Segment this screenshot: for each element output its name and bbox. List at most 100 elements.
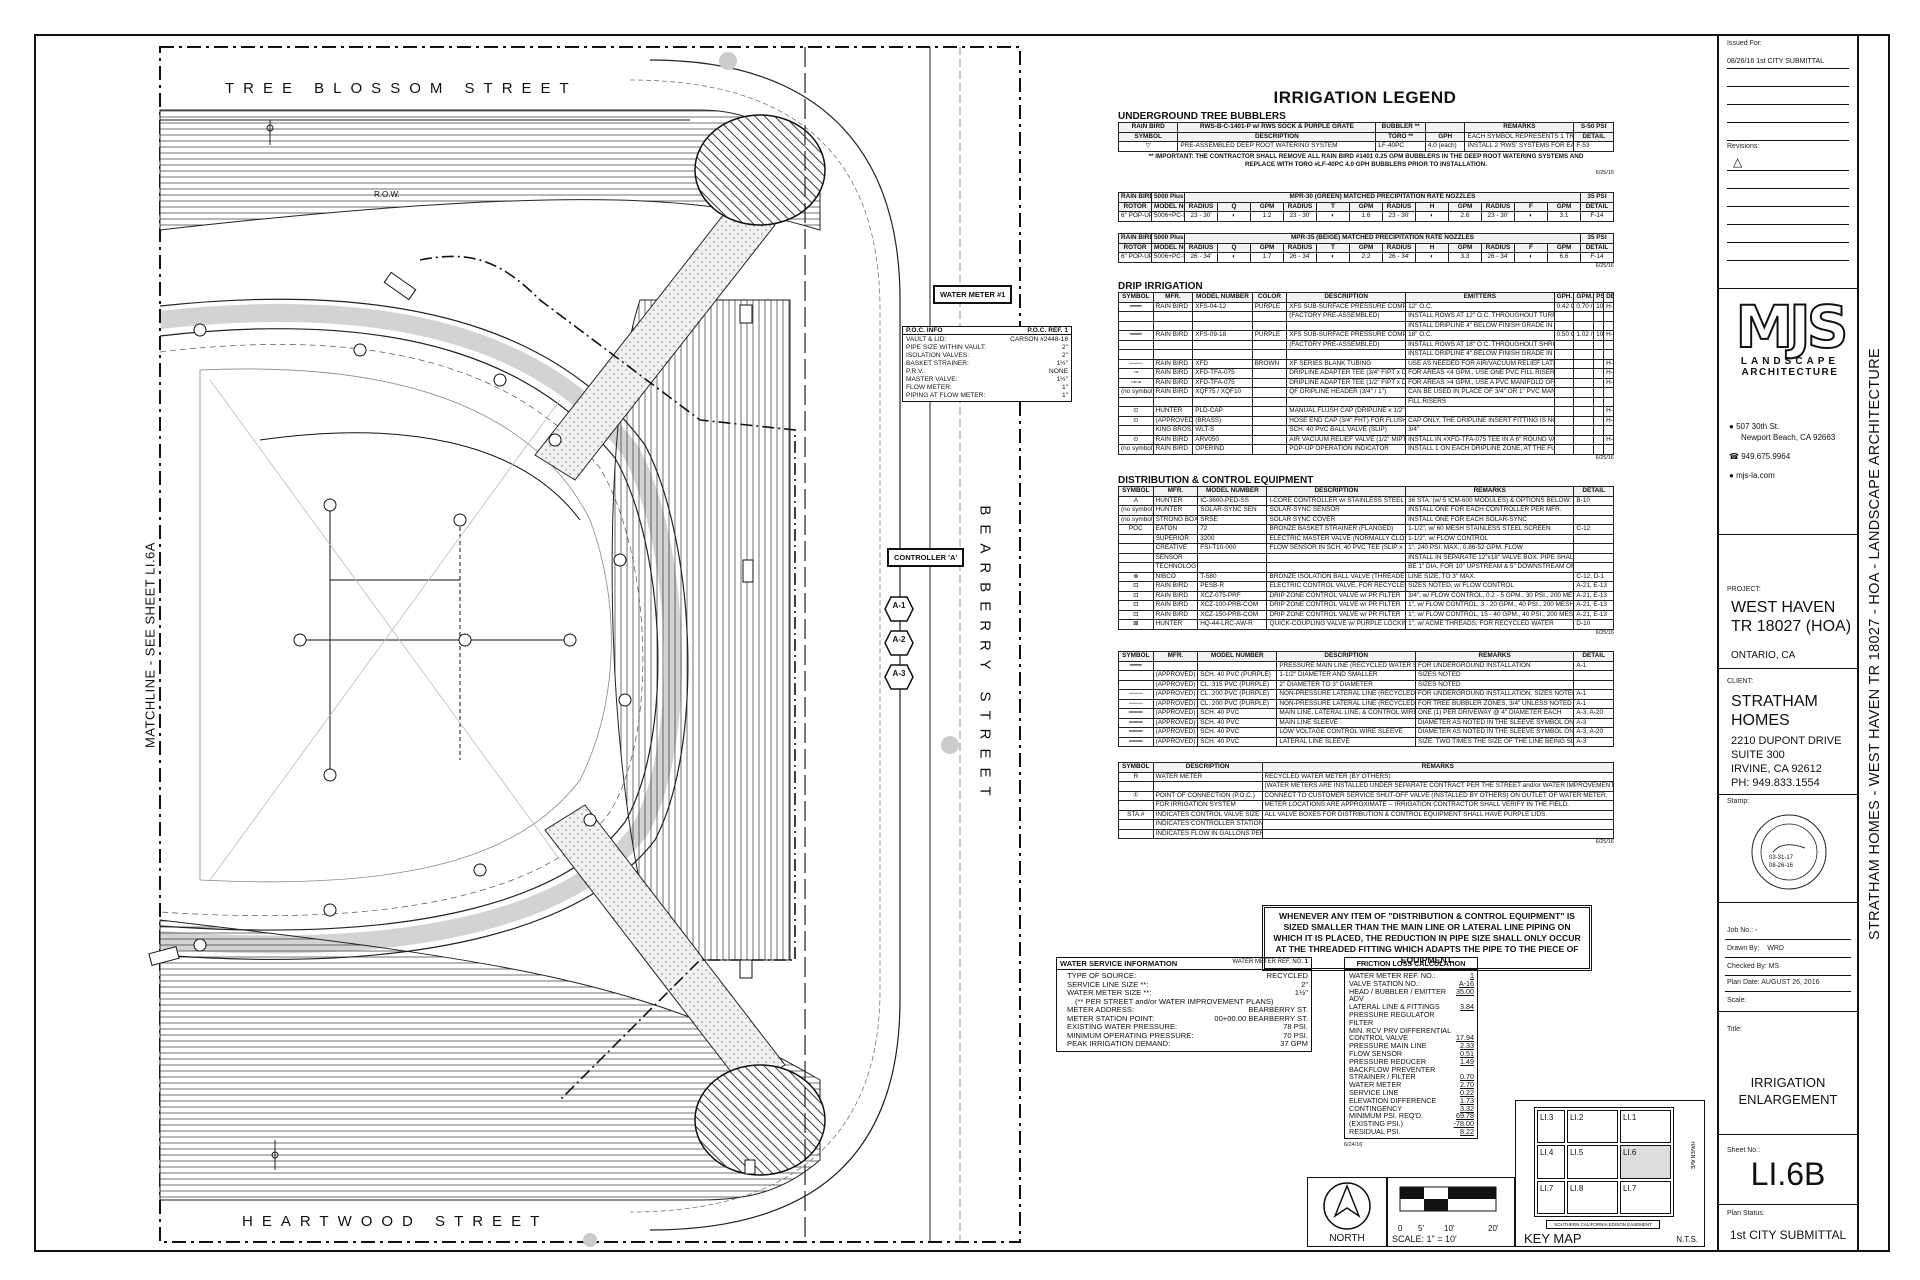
- keymap-cell: LI.3: [1537, 1110, 1565, 1144]
- legend-symbol-icon: ⊡: [1118, 609, 1154, 620]
- keymap-cell: LI.5: [1567, 1145, 1618, 1179]
- wsi-row: METER ADDRESS:BEARBERRY ST.: [1067, 1005, 1308, 1014]
- wsi-title: WATER SERVICE INFORMATION: [1060, 959, 1178, 968]
- nozzle-arc-icon: ◐: [1316, 211, 1350, 222]
- legend-symbol-icon: ═══: [1118, 736, 1154, 747]
- poc-row: FLOW METER:1": [906, 384, 1068, 391]
- north-arrow-box: NORTH: [1307, 1177, 1387, 1247]
- seal-dates: 03-31-17 08-26-16: [1769, 855, 1794, 869]
- wsi-row: SERVICE LINE SIZE **:2": [1067, 979, 1308, 989]
- issued-row: 08/26/16 1st CITY SUBMITTAL: [1727, 58, 1825, 65]
- flc-row: PRESSURE REGULATOR: [1349, 1009, 1435, 1019]
- flc-row: MIN. RCV PRV DIFFERENTIAL: [1349, 1025, 1452, 1035]
- scale-tick: 0: [1398, 1224, 1403, 1233]
- north-arrow-icon: [1323, 1182, 1371, 1230]
- drip-row: (FACTORY PRE-ASSEMBLED)INSTALL ROWS AT 1…: [1118, 311, 1614, 322]
- keymap-cell: LI.1: [1620, 1110, 1671, 1144]
- flc-row: VALVE STATION NO.:A-16: [1349, 978, 1474, 988]
- legend-symbol-icon: ⊠: [1118, 619, 1154, 630]
- street-label-east-wrap: BEARBERRY STREET: [975, 505, 995, 804]
- plan-status: 1st CITY SUBMITTAL: [1729, 1228, 1847, 1242]
- drip-title: DRIP IRRIGATION: [1118, 281, 1203, 292]
- location-pin-icon: ●: [1729, 422, 1734, 431]
- keymap-cell: LI.6: [1620, 1145, 1671, 1179]
- web-icon: ●: [1729, 471, 1734, 480]
- nozzle-arc-icon: ◐: [1217, 252, 1251, 263]
- wsi-row: WATER METER SIZE **:1½": [1067, 988, 1308, 997]
- valve-markers: A-1 A-2 A-3: [884, 595, 914, 700]
- title-block: Issued For: 08/26/16 1st CITY SUBMITTAL …: [1717, 36, 1857, 1250]
- bubbler-symbol-icon: ▽: [1117, 141, 1179, 152]
- legend-symbol-icon: ⊙: [1118, 434, 1154, 445]
- poc-ref-no: 1: [1064, 327, 1068, 334]
- irrigation-plan-drawing: [148, 46, 1021, 1247]
- client-address: 2210 DUPONT DRIVE SUITE 300 IRVINE, CA 9…: [1731, 735, 1842, 789]
- bubblers-note: ** IMPORTANT: THE CONTRACTOR SHALL REMOV…: [1148, 152, 1584, 168]
- matchline-label: MATCHLINE - SEE SHEET LI.6A: [142, 542, 158, 748]
- symbols-row: INDICATES FLOW IN GALLONS PER MINUTE: [1118, 828, 1615, 839]
- dist-title: DISTRIBUTION & CONTROL EQUIPMENT: [1118, 475, 1314, 486]
- keymap-cell: LI.2: [1567, 1110, 1618, 1144]
- poc-row: VAULT & LID:CARSON #2448-18: [906, 336, 1068, 343]
- keymap-label: KEY MAP: [1524, 1231, 1582, 1246]
- legend-symbol-icon: ━━━: [1118, 330, 1154, 341]
- scale-bar-graphic: [1399, 1186, 1497, 1212]
- scale-tick: 10': [1444, 1224, 1455, 1233]
- scale-label: SCALE: 1" = 10': [1392, 1234, 1457, 1244]
- wsi-row: METER STATION POINT:00+00.00 BEARBERRY S…: [1067, 1013, 1308, 1023]
- drip-row: FILL RISERS: [1118, 396, 1614, 407]
- keymap-easement: SOUTHERN CALIFORNIA EDISON EASEMENT: [1546, 1220, 1660, 1229]
- pipe-row: ───(APPROVED)CL. 200 PVC (PURPLE)NON-PRE…: [1118, 698, 1614, 709]
- poc-title: P.O.C. INFO: [906, 327, 943, 334]
- keymap-cell: LI.8: [1567, 1180, 1618, 1214]
- wsi-row: PEAK IRRIGATION DEMAND:37 GPM: [1067, 1039, 1308, 1048]
- legend-symbol-icon: ───: [1118, 358, 1154, 369]
- poc-info-box: P.O.C. INFO P.O.C. REF. 1 VAULT & LID:CA…: [902, 326, 1072, 402]
- poc-row: ISOLATION VALVES:2": [906, 352, 1068, 359]
- firm-logo: MJS LANDSCAPE ARCHITECTURE: [1734, 293, 1849, 378]
- drip-row: ⊙(APPROVED)(BRASS)HOSE END CAP (3/4" FHT…: [1118, 415, 1614, 426]
- project-city: ONTARIO, CA: [1731, 650, 1796, 661]
- wsi-row: EXISTING WATER PRESSURE:78 PSI.: [1067, 1022, 1308, 1031]
- valve-marker-a1: A-1: [892, 601, 906, 610]
- water-meter-callout: WATER METER #1: [933, 285, 1013, 304]
- street-label-east: BEARBERRY STREET: [976, 505, 994, 805]
- valve-marker-a3: A-3: [892, 669, 906, 678]
- phone-icon: ☎: [1729, 452, 1739, 461]
